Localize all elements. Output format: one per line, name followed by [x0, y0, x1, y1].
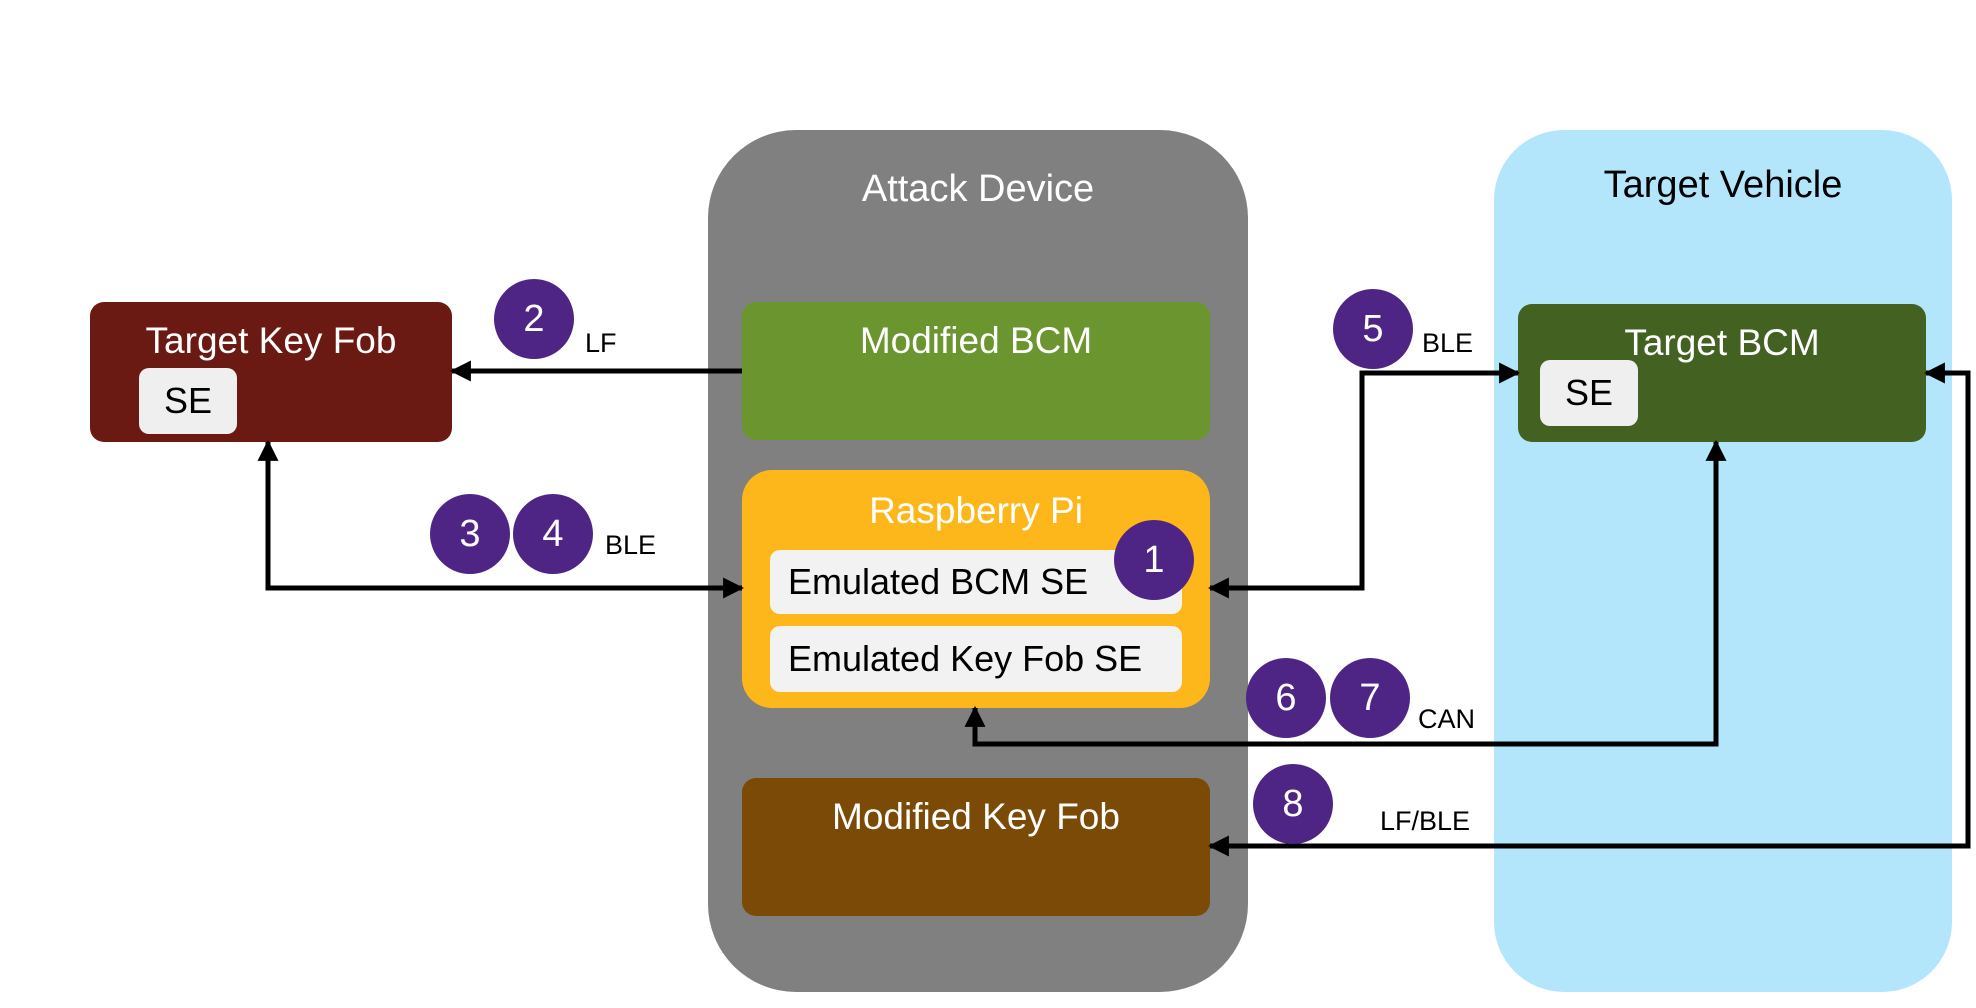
step-marker-4: 4 — [513, 494, 593, 574]
protocol-label-ble-fob: BLE — [605, 530, 657, 560]
step-marker-6: 6 — [1246, 658, 1326, 738]
fob-ble-arrow — [257, 439, 745, 599]
target-vehicle-title: Target Vehicle — [1603, 164, 1843, 206]
step-marker-2: 2 — [494, 279, 574, 359]
step-marker-8: 8 — [1253, 764, 1333, 844]
target-key-fob-se-chip: SE — [139, 368, 237, 434]
step-marker-1: 1 — [1114, 520, 1194, 600]
step-marker-3: 3 — [430, 494, 510, 574]
modified-bcm-box: Modified BCM — [742, 302, 1210, 440]
attack-device-title: Attack Device — [861, 168, 1095, 210]
modified-key-fob-box: Modified Key Fob — [742, 778, 1210, 916]
protocol-label-can: CAN — [1418, 704, 1476, 734]
modified-key-fob-label: Modified Key Fob — [832, 796, 1120, 837]
modified-bcm-label: Modified BCM — [859, 320, 1093, 361]
vehicle-ble-arrow — [1207, 362, 1521, 599]
lf-ble-arrow — [1207, 362, 1971, 857]
target-key-fob-label: Target Key Fob — [145, 320, 397, 361]
protocol-label-lf-ble: LF/BLE — [1380, 806, 1471, 836]
step-marker-5: 5 — [1333, 289, 1413, 369]
step-marker-7: 7 — [1330, 658, 1410, 738]
protocol-label-ble-vehicle: BLE — [1422, 328, 1474, 358]
target-bcm-label: Target BCM — [1624, 322, 1820, 363]
protocol-label-lf: LF — [585, 328, 617, 358]
target-key-fob-box: Target Key Fob SE — [90, 302, 452, 442]
